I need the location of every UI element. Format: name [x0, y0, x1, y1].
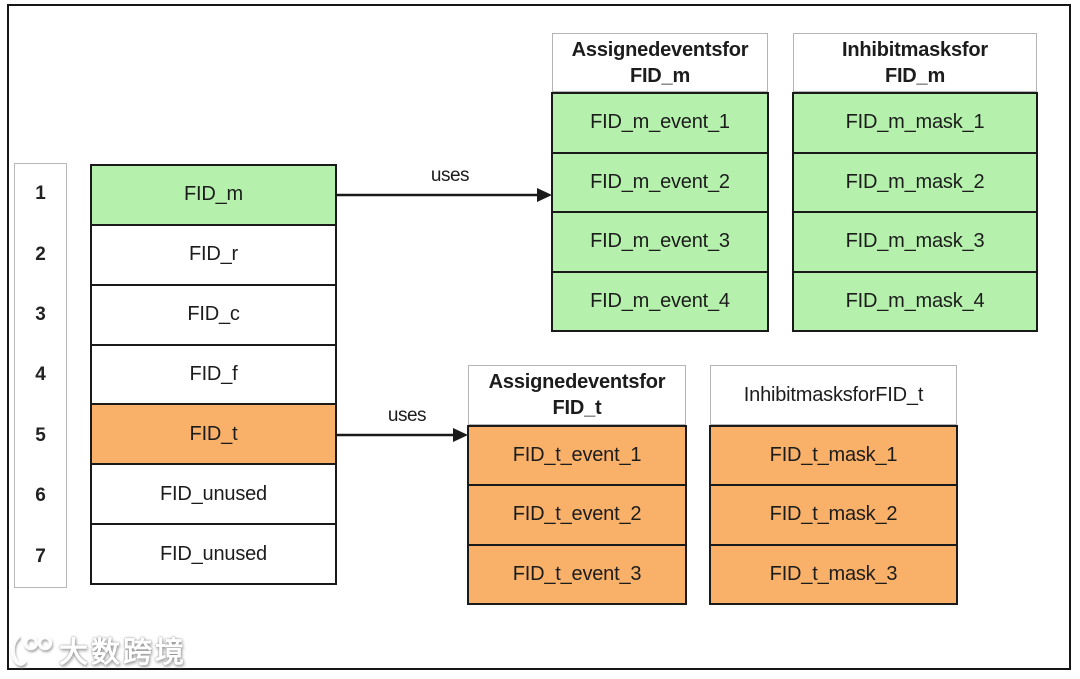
events-fid-t-cell-1: FID_t_event_1 [469, 427, 685, 485]
fid-row-fid-r: FID_r [92, 223, 335, 284]
events-fid-t-cell-3: FID_t_event_3 [469, 543, 685, 603]
events-fid-t-table: FID_t_event_1 FID_t_event_2 FID_t_event_… [467, 425, 687, 605]
masks-fid-m-table: FID_m_mask_1 FID_m_mask_2 FID_m_mask_3 F… [792, 92, 1038, 332]
masks-fid-m-header: Inhibitmasksfor FID_m [793, 33, 1037, 92]
fid-index-column: 1 2 3 4 5 6 7 [14, 163, 67, 588]
fid-index-5: 5 [35, 424, 46, 446]
fid-index-3: 3 [35, 304, 46, 326]
fid-table: FID_m FID_r FID_c FID_f FID_t FID_unused… [90, 164, 337, 585]
masks-fid-m-cell-4: FID_m_mask_4 [794, 270, 1036, 330]
fid-row-fid-unused-7: FID_unused [92, 523, 335, 583]
events-fid-t-header: Assignedeventsfor FID_t [468, 365, 686, 425]
uses-label-fid-t: uses [387, 405, 427, 426]
fid-index-6: 6 [35, 485, 46, 507]
events-fid-m-cell-1: FID_m_event_1 [553, 94, 767, 152]
fid-row-fid-c: FID_c [92, 283, 335, 344]
events-fid-m-header: Assignedeventsfor FID_m [552, 33, 768, 92]
events-fid-m-cell-2: FID_m_event_2 [553, 151, 767, 211]
fid-index-1: 1 [35, 183, 46, 205]
fid-row-fid-unused-6: FID_unused [92, 463, 335, 523]
masks-fid-m-cell-3: FID_m_mask_3 [794, 211, 1036, 271]
watermark-text: 大数跨境 [59, 637, 188, 669]
events-fid-t-header-line2: FID_t [552, 397, 602, 419]
uses-arrow-fid-m [337, 188, 552, 202]
watermark: 大数跨境 [8, 629, 187, 671]
events-fid-m-header-line1: Assignedeventsfor [571, 38, 749, 61]
masks-fid-t-table: FID_t_mask_1 FID_t_mask_2 FID_t_mask_3 [709, 425, 958, 605]
events-fid-t-header-line1: Assignedeventsfor [488, 371, 666, 393]
fid-index-7: 7 [35, 545, 46, 567]
outer-frame [7, 4, 1071, 670]
fid-index-2: 2 [35, 243, 46, 265]
events-fid-m-header-line2: FID_m [629, 64, 691, 87]
events-fid-m-table: FID_m_event_1 FID_m_event_2 FID_m_event_… [551, 92, 769, 332]
watermark-logo-icon [10, 635, 53, 666]
masks-fid-m-header-line2: FID_m [884, 64, 946, 87]
events-fid-t-cell-2: FID_t_event_2 [469, 484, 685, 544]
masks-fid-m-header-line1: Inhibitmasksfor [842, 38, 988, 61]
fid-row-fid-f: FID_f [92, 343, 335, 404]
masks-fid-t-header: InhibitmasksforFID_t [710, 365, 957, 425]
fid-index-4: 4 [35, 364, 46, 386]
masks-fid-m-cell-1: FID_m_mask_1 [794, 94, 1036, 152]
events-fid-m-cell-4: FID_m_event_4 [553, 270, 767, 330]
masks-fid-t-cell-1: FID_t_mask_1 [711, 427, 956, 485]
masks-fid-t-header-line1: InhibitmasksforFID_t [743, 384, 924, 406]
fid-row-fid-m: FID_m [92, 166, 335, 224]
fid-row-fid-t: FID_t [92, 403, 335, 464]
masks-fid-t-cell-2: FID_t_mask_2 [711, 484, 956, 544]
masks-fid-m-cell-2: FID_m_mask_2 [794, 151, 1036, 211]
events-fid-m-cell-3: FID_m_event_3 [553, 211, 767, 271]
uses-arrow-fid-t [337, 428, 468, 442]
uses-label-fid-m: uses [430, 165, 470, 186]
masks-fid-t-cell-3: FID_t_mask_3 [711, 543, 956, 603]
